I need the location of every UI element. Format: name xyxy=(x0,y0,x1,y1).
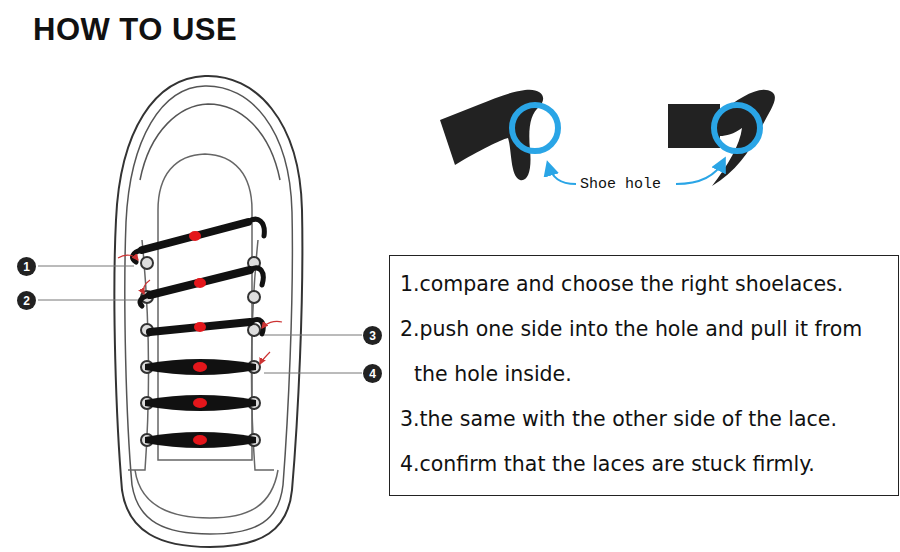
instruction-step: 3.the same with the other side of the la… xyxy=(400,397,888,442)
title: HOW TO USE xyxy=(33,12,237,48)
callout-text: 3 xyxy=(369,329,376,343)
callout-text: 4 xyxy=(369,367,376,381)
instruction-box: 1.compare and choose the right shoelaces… xyxy=(389,255,899,496)
part-label: Shoe hole xyxy=(579,176,662,193)
callout-text: 1 xyxy=(23,260,30,274)
callout-number: 4 xyxy=(363,364,382,383)
callout-number: 1 xyxy=(17,257,36,276)
instruction-step: 2.push one side into the hole and pull i… xyxy=(400,307,888,397)
instruction-step: 1.compare and choose the right shoelaces… xyxy=(400,262,888,307)
callout-number: 3 xyxy=(363,326,382,345)
instruction-step: 4.confirm that the laces are stuck firml… xyxy=(400,442,888,487)
callout-number: 2 xyxy=(17,291,36,310)
callout-text: 2 xyxy=(23,294,30,308)
